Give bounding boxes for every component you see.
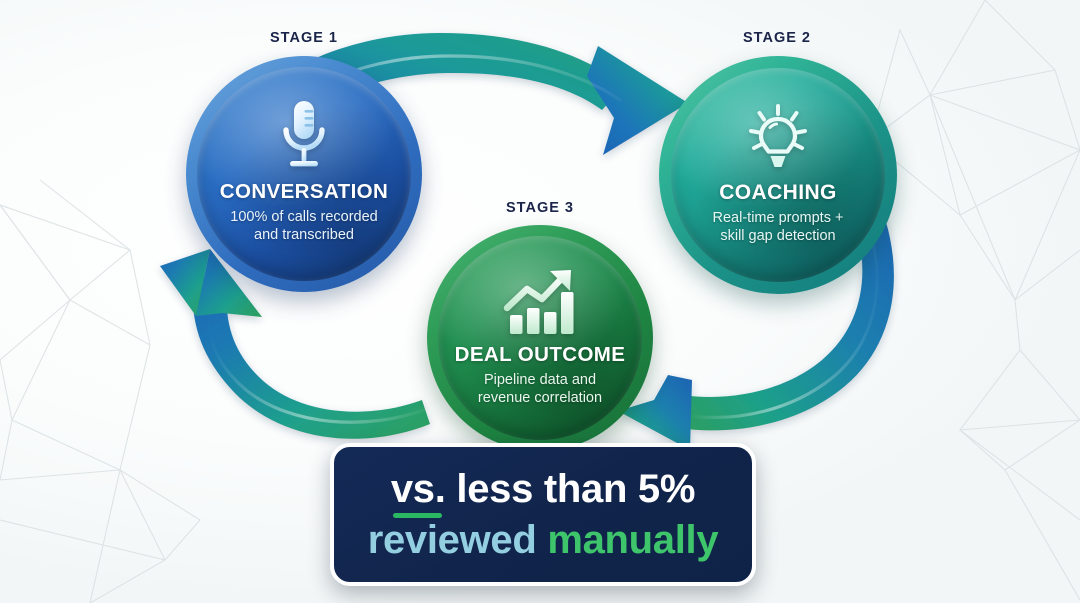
banner-word-reviewed: reviewed — [367, 518, 548, 562]
banner-line-1: vs. less than 5% — [390, 467, 696, 518]
stage-disc-face-3: DEAL OUTCOME Pipeline data and revenue c… — [438, 236, 642, 440]
stage-label-2: STAGE 2 — [743, 30, 811, 46]
stage-disc-1[interactable]: CONVERSATION 100% of calls recorded and … — [186, 56, 422, 292]
stage-label-1: STAGE 1 — [270, 30, 338, 46]
stage-disc-3[interactable]: DEAL OUTCOME Pipeline data and revenue c… — [427, 225, 653, 451]
stage-disc-2[interactable]: COACHING Real-time prompts + skill gap d… — [659, 56, 897, 294]
stage-node-3[interactable]: STAGE 3 — [425, 200, 655, 451]
stage-title-2: COACHING — [719, 181, 837, 205]
lightbulb-icon — [741, 100, 815, 174]
banner-line-2: reviewed manually — [368, 520, 719, 560]
stage-subtitle-1-line1: 100% of calls recorded — [230, 209, 378, 226]
stage-node-2[interactable]: STAGE 2 — [657, 30, 897, 300]
stage-disc-face-1: CONVERSATION 100% of calls recorded and … — [197, 67, 411, 281]
arrow-stage2-to-stage3 — [618, 195, 894, 450]
microphone-icon — [273, 99, 335, 173]
banner-vs-wrap: vs. — [390, 467, 446, 518]
arrow-stage3-to-stage1 — [160, 249, 430, 439]
stage-subtitle-3-line1: Pipeline data and — [483, 371, 597, 388]
banner-word-manually: manually — [547, 518, 719, 562]
banner-line1-rest: less than 5% — [445, 467, 696, 511]
banner-vs-text: vs. — [390, 467, 446, 511]
banner-vs-underline — [392, 513, 442, 518]
stage-title-1: CONVERSATION — [219, 180, 389, 204]
comparison-banner: vs. less than 5% reviewed manually — [330, 443, 756, 586]
stage-label-3: STAGE 3 — [506, 200, 574, 216]
stage-node-1[interactable]: STAGE 1 — [184, 30, 424, 300]
stage-title-3: DEAL OUTCOME — [454, 342, 626, 366]
stage-subtitle-1-line2: and transcribed — [254, 227, 354, 243]
stage-subtitle-2-line2: skill gap detection — [720, 228, 836, 244]
growth-chart-icon — [501, 267, 579, 337]
stage-disc-face-2: COACHING Real-time prompts + skill gap d… — [671, 68, 885, 282]
stage-subtitle-3-line2: revenue correlation — [477, 389, 603, 406]
stage-subtitle-2-line1: Real-time prompts + — [712, 210, 844, 227]
